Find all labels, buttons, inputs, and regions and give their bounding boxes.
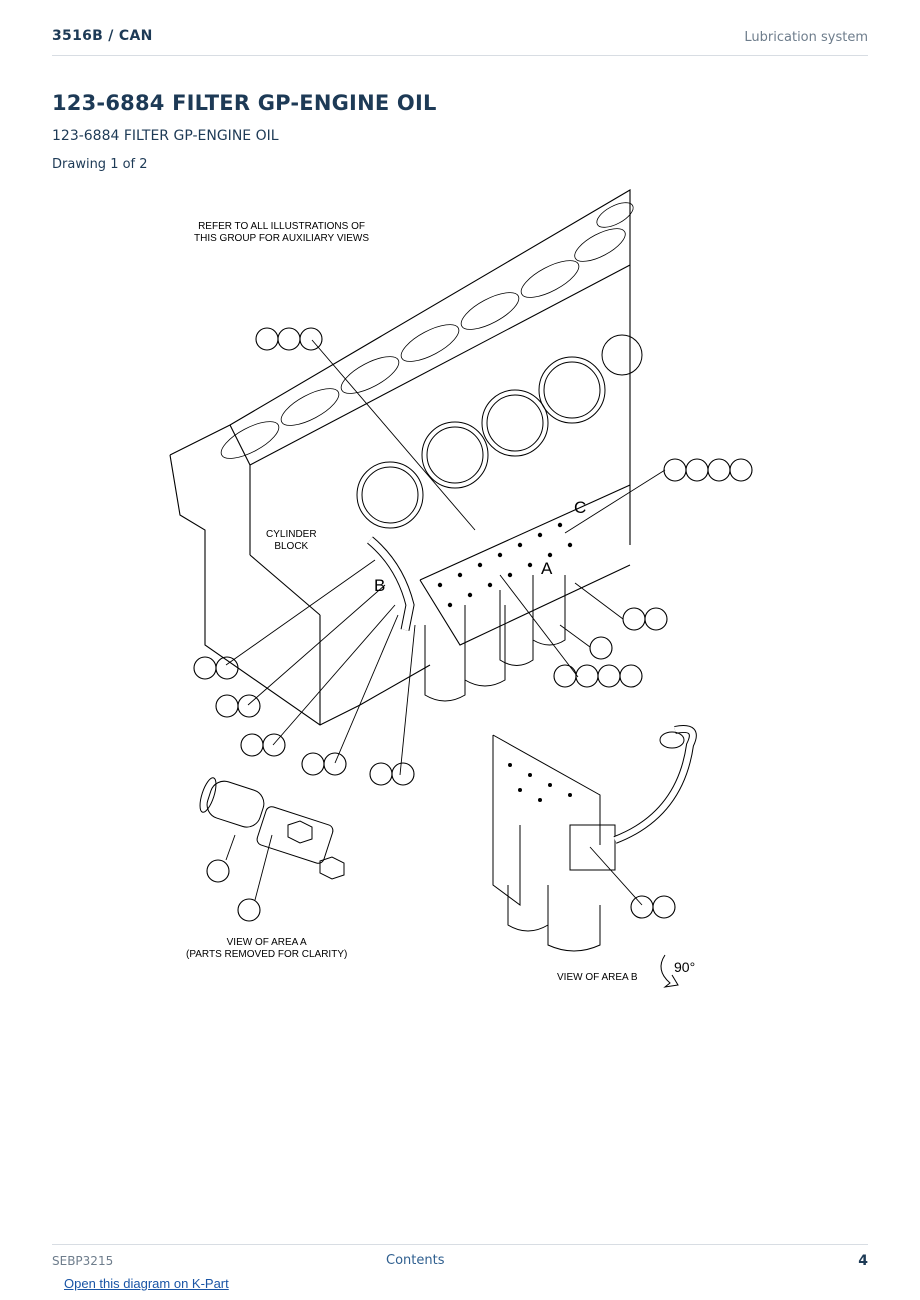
contents-link[interactable]: Contents [386,1253,445,1268]
view-b-caption: VIEW OF AREA B [557,972,638,983]
view-a-caption: VIEW OF AREA A (PARTS REMOVED FOR CLARIT… [186,937,347,961]
rotation-label: 90° [674,959,696,975]
view-a-detail [199,777,345,880]
leader-lines [225,339,666,906]
cylinder-block-line-2: BLOCK [274,541,309,552]
diagram-drawing [169,189,753,988]
area-a-marker: A [541,559,553,578]
model-label: 3516B / CAN [52,28,153,44]
page-number: 4 [858,1253,868,1269]
refer-note-line-2: THIS GROUP FOR AUXILIARY VIEWS [194,233,370,244]
page-footer: SEBP3215 Contents 4 [52,1244,868,1274]
parts-diagram[interactable]: REFER TO ALL ILLUSTRATIONS OF THIS GROUP… [160,185,760,1005]
page-subtitle: 123-6884 FILTER GP-ENGINE OIL [52,128,279,144]
page-header: 3516B / CAN Lubrication system [52,28,868,56]
callout-circles [193,327,753,922]
drawing-indicator: Drawing 1 of 2 [52,157,148,172]
area-c-marker: C [574,498,587,517]
view-a-caption-line-2: (PARTS REMOVED FOR CLARITY) [186,949,348,960]
cylinder-block-line-1: CYLINDER [266,529,317,540]
kpart-link[interactable]: Open this diagram on K-Part [64,1276,229,1291]
section-label: Lubrication system [744,30,868,45]
view-a-caption-line-1: VIEW OF AREA A [226,937,307,948]
refer-note-line-1: REFER TO ALL ILLUSTRATIONS OF [198,221,365,232]
document-number: SEBP3215 [52,1254,114,1268]
view-b-detail [492,725,697,988]
area-b-marker: B [374,576,386,595]
refer-note: REFER TO ALL ILLUSTRATIONS OF THIS GROUP… [194,221,369,245]
page-title: 123-6884 FILTER GP-ENGINE OIL [52,91,437,115]
cylinder-block-label: CYLINDER BLOCK [266,529,317,553]
engine-block [169,189,643,726]
